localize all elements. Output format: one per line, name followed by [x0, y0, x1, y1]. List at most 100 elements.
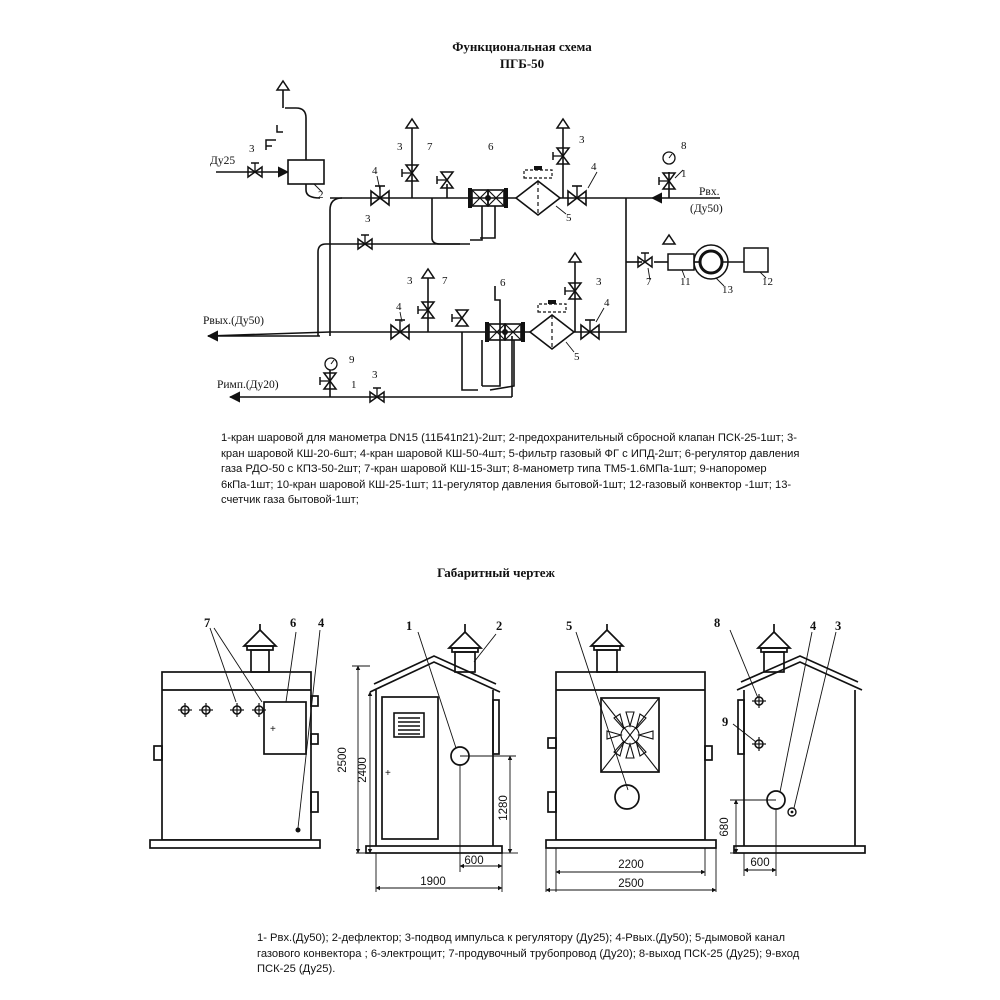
callout-9: 9 — [722, 715, 728, 729]
callout-5: 5 — [566, 619, 572, 633]
callout-3: 3 — [365, 213, 371, 225]
scheme-legend: 1-кран шаровой для манометра DN15 (11Б41… — [221, 432, 800, 507]
view-front-left — [149, 624, 321, 849]
flue-grille-rosette — [600, 697, 660, 773]
gauge-9 — [324, 357, 338, 371]
callout-7: 7 — [646, 276, 652, 288]
callout-7: 7 — [427, 141, 433, 153]
psk-bracket-top — [276, 125, 283, 133]
vent-lower-right — [568, 252, 582, 263]
valve-3-du25 — [247, 162, 263, 178]
callout-4: 4 — [318, 616, 325, 630]
label-rvyx: Рвых.(Ду50) — [203, 315, 264, 327]
dim-2500-width: 2500 — [618, 878, 644, 890]
scheme-subtitle: ПГБ-50 — [500, 56, 544, 71]
dimensional-legend: 1- Рвх.(Ду50); 2-дефлектор; 3-подвод имп… — [257, 932, 800, 976]
vent-upper-right — [556, 118, 570, 129]
valve-4-lower-left — [390, 319, 410, 340]
dim-2200: 2200 — [618, 859, 644, 871]
psk-valve-2 — [287, 159, 325, 185]
callout-1: 1 — [681, 168, 687, 180]
purge-port-3 — [229, 702, 245, 718]
dim-1280: 1280 — [498, 795, 510, 821]
label-rimp: Римп.(Ду20) — [217, 379, 279, 391]
callout-5: 5 — [566, 212, 572, 224]
scheme-title: Функциональная схема — [452, 39, 592, 54]
callout-1: 1 — [406, 619, 412, 633]
dim-title: Габаритный чертеж — [437, 565, 555, 580]
door-handle-icon: + — [385, 768, 391, 779]
callout-3: 3 — [579, 134, 585, 146]
valve-1-upper — [658, 172, 676, 190]
callout-2: 2 — [496, 619, 502, 633]
dim-600: 600 — [464, 855, 483, 867]
purge-port-1 — [177, 702, 193, 718]
valve-4-lower-right — [580, 319, 600, 340]
callout-8: 8 — [681, 140, 687, 152]
valve-3-purge-upper — [401, 164, 419, 182]
callout-3: 3 — [596, 276, 602, 288]
psk-inlet-9 — [751, 736, 767, 752]
callout-4: 4 — [604, 297, 610, 309]
view-back — [545, 624, 717, 849]
gauge-8 — [662, 151, 676, 165]
psk-outlet-8 — [751, 693, 767, 709]
scheme-leader-lines — [313, 169, 767, 353]
valve-7-branch — [637, 252, 653, 268]
callout-1: 1 — [351, 379, 357, 391]
callout-3: 3 — [372, 369, 378, 381]
callout-6: 6 — [290, 616, 296, 630]
callout-4: 4 — [396, 301, 402, 313]
callout-3: 3 — [249, 143, 255, 155]
impulse-port-dot — [790, 810, 794, 814]
valve-4-upper-right — [567, 185, 587, 206]
callout-4: 4 — [372, 165, 378, 177]
outlet-point-4 — [295, 827, 301, 833]
view2-dim-lines — [352, 631, 518, 892]
callout-2: 2 — [318, 189, 324, 201]
valve-3-impulse — [369, 387, 385, 403]
callout-7: 7 — [442, 275, 448, 287]
callout-6: 6 — [488, 141, 494, 153]
scheme-callouts: 3 2 4 3 7 6 3 4 5 8 1 3 3 7 6 3 4 4 5 9 … — [249, 134, 773, 391]
dim-600-right: 600 — [750, 857, 769, 869]
callout-13: 13 — [722, 284, 734, 296]
callout-3: 3 — [407, 275, 413, 287]
filter-5-upper — [515, 165, 561, 216]
valve-7-lower — [451, 309, 469, 327]
valve-3-purge-lower — [417, 301, 435, 319]
callout-4: 4 — [810, 619, 817, 633]
vent-household-regulator — [662, 234, 676, 245]
dim-2500: 2500 — [337, 747, 349, 773]
household-regulator-11 — [667, 253, 695, 271]
valve-3-purge-lower-right — [564, 282, 582, 300]
callout-4: 4 — [591, 161, 597, 173]
callout-3: 3 — [397, 141, 403, 153]
callout-3: 3 — [835, 619, 841, 633]
impulse-port-3 — [787, 807, 797, 817]
valve-1-lower — [319, 372, 337, 390]
functional-scheme — [206, 90, 744, 403]
callout-6: 6 — [500, 277, 506, 289]
view4-dim-lines — [729, 629, 837, 876]
callout-5: 5 — [574, 351, 580, 363]
view1-leaders — [209, 627, 321, 829]
gas-meter-13 — [693, 244, 729, 280]
callout-12: 12 — [762, 276, 773, 288]
door-vent-grille — [393, 712, 425, 738]
vent-lower-left — [421, 268, 435, 279]
label-du25: Ду25 — [210, 155, 235, 167]
valve-3-bypass — [357, 234, 373, 250]
purge-port-2 — [198, 702, 214, 718]
gas-convector-12 — [743, 247, 769, 273]
callout-11: 11 — [680, 276, 691, 288]
callout-9: 9 — [349, 354, 355, 366]
vent-psk — [276, 80, 290, 91]
dim-2400: 2400 — [357, 757, 369, 783]
view3-dim-lines — [545, 631, 717, 893]
dim-1900: 1900 — [420, 876, 446, 888]
valve-7-upper — [436, 171, 454, 189]
vent-upper-left — [405, 118, 419, 129]
view-side-right — [733, 624, 866, 854]
